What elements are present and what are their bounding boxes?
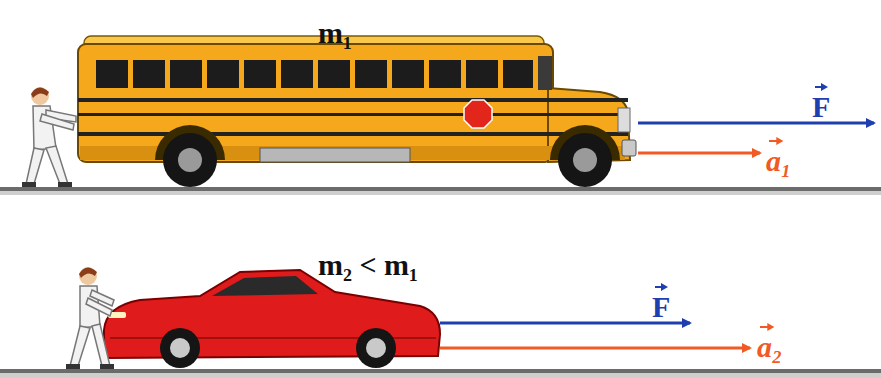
vector-arrow <box>768 136 783 145</box>
mass-label: m₁ <box>318 8 352 51</box>
acceleration-arrow <box>440 347 750 350</box>
person <box>66 267 114 369</box>
sports-car <box>104 270 440 368</box>
person <box>22 87 76 187</box>
acceleration-arrow <box>638 152 760 155</box>
force-label: F <box>652 282 670 325</box>
school-bus <box>78 36 636 187</box>
vector-arrow <box>814 82 828 91</box>
acceleration-label: a₂ <box>757 322 782 365</box>
ground <box>0 187 881 378</box>
mass-comparison: m₂ < m₁ <box>318 240 418 283</box>
acceleration-label: a₁ <box>766 136 791 179</box>
force-arrow <box>638 122 874 125</box>
force-label: F <box>812 82 830 125</box>
vector-arrow <box>654 282 668 291</box>
vector-arrow <box>759 322 774 331</box>
